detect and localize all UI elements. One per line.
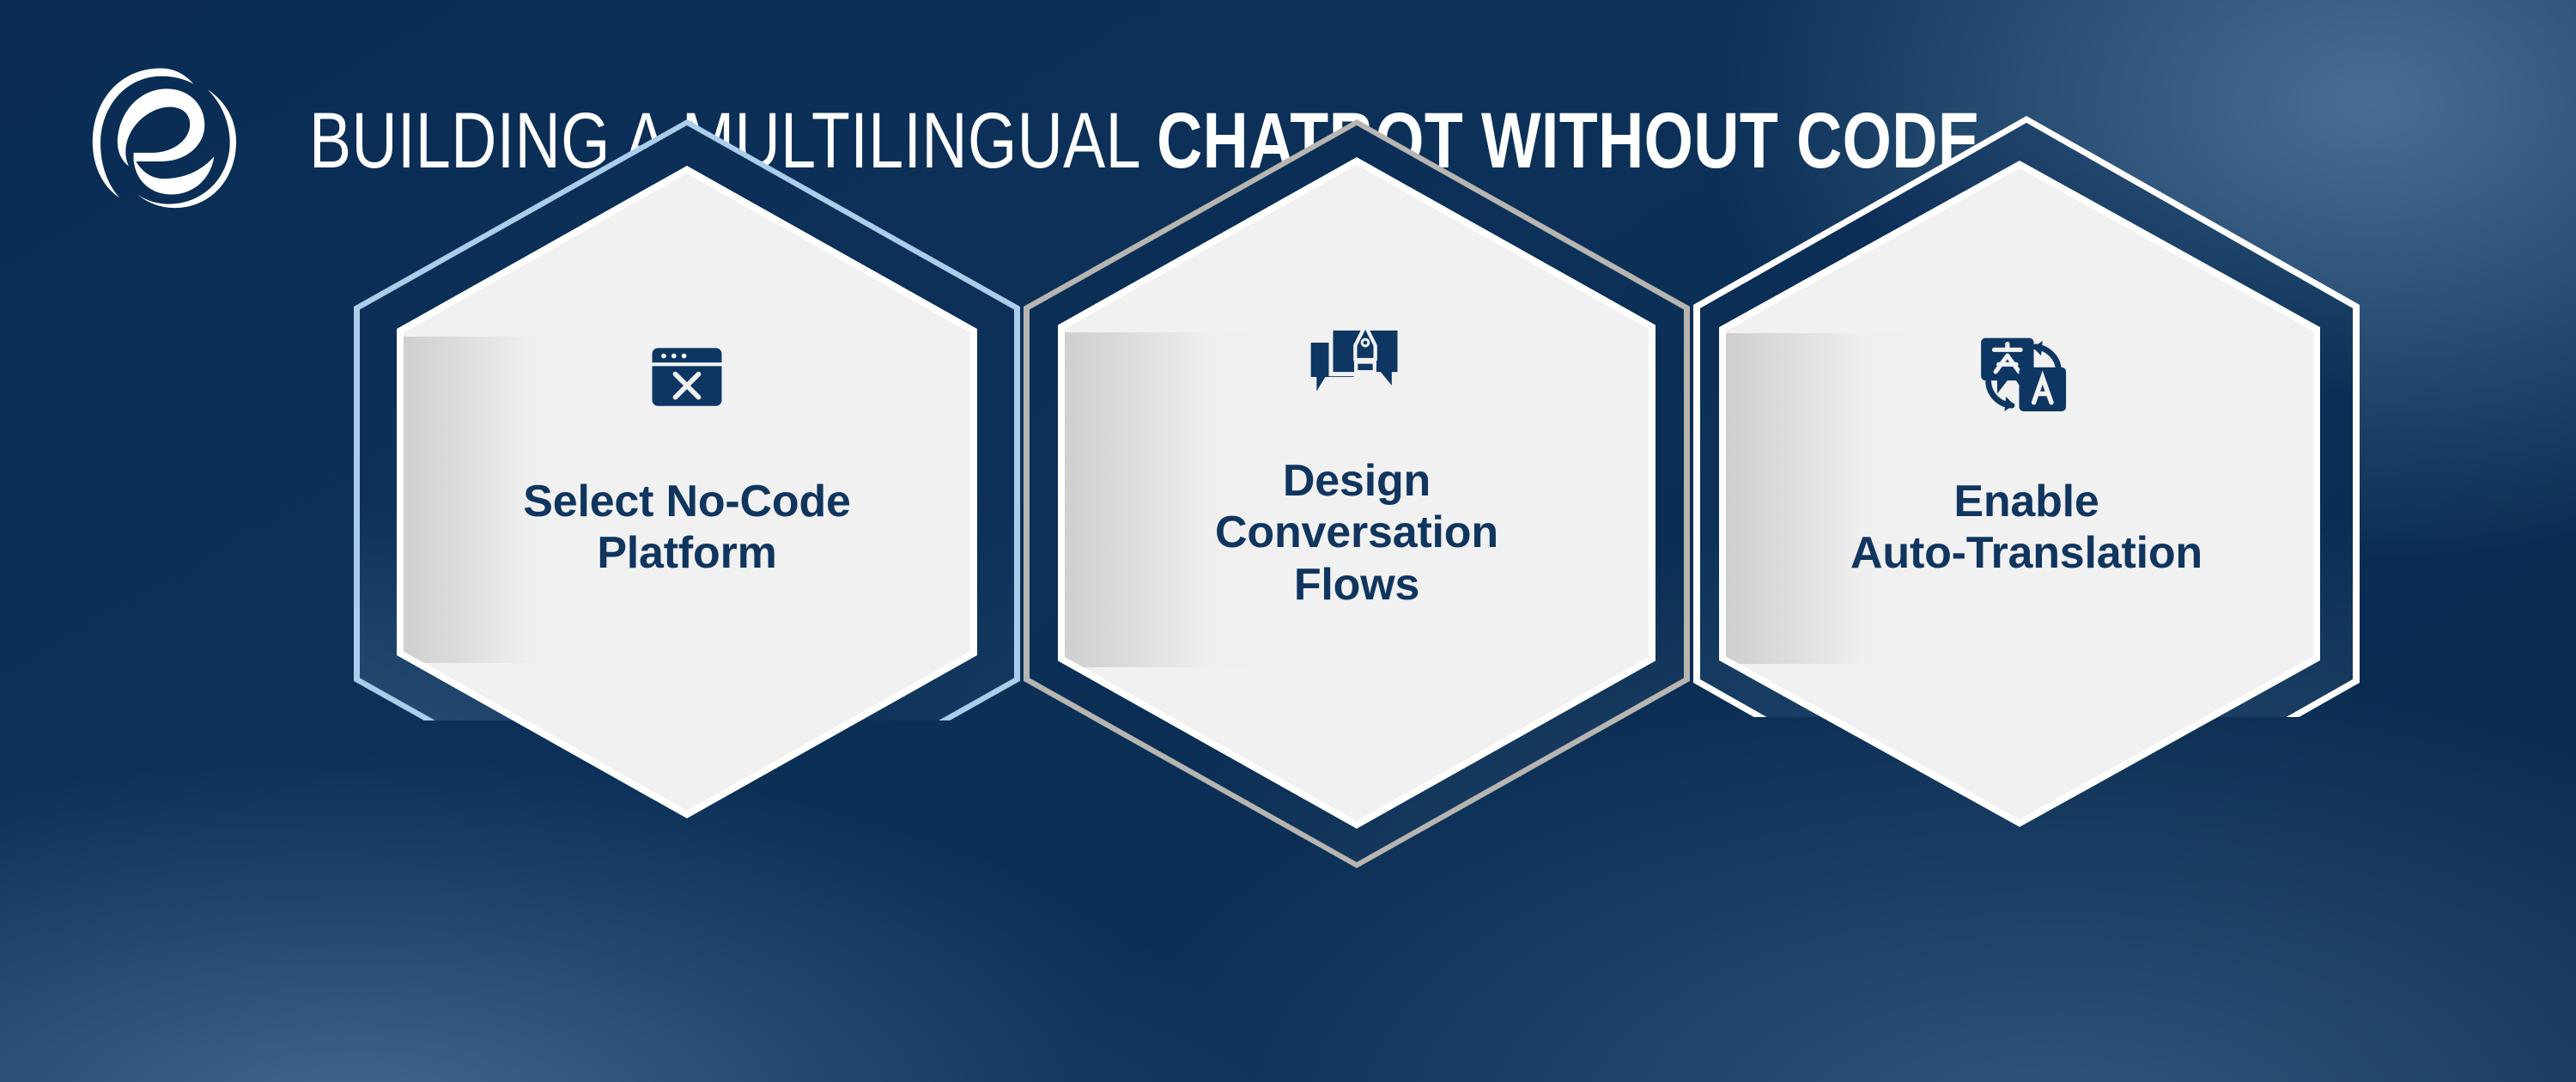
step-2-content: Design Conversation Flows	[1013, 313, 1700, 611]
step-1-label: Select No-Code Platform	[343, 476, 1030, 580]
steps-row: Select No-Code Platform	[0, 116, 2576, 1082]
step-2-label-line-1: Design	[1282, 456, 1431, 506]
step-1-label-line-1: Select No-Code	[523, 477, 851, 526]
stylized-e-swoosh-logo	[84, 64, 243, 210]
step-3-content: Enable Auto-Translation	[1683, 329, 2370, 580]
step-3-label-line-2: Auto-Translation	[1850, 528, 2202, 579]
step-2-label: Design Conversation Flows	[1013, 455, 1700, 611]
step-3-label-line-1: Enable	[1953, 477, 2099, 526]
step-1-label-line-2: Platform	[597, 528, 777, 579]
step-1-content: Select No-Code Platform	[343, 331, 1030, 580]
browser-window-close-icon	[343, 331, 1030, 428]
step-card-1[interactable]: Select No-Code Platform	[343, 119, 1030, 906]
chat-bubbles-pen-nib-icon	[1013, 313, 1700, 410]
language-translate-icon	[1683, 329, 2370, 428]
step-2-label-line-2: Conversation	[1215, 508, 1498, 558]
step-2-label-line-3: Flows	[1293, 559, 1420, 610]
step-3-label: Enable Auto-Translation	[1683, 476, 2370, 580]
step-card-3[interactable]: Enable Auto-Translation	[1683, 116, 2370, 906]
step-card-2[interactable]: Design Conversation Flows	[1013, 119, 1700, 906]
